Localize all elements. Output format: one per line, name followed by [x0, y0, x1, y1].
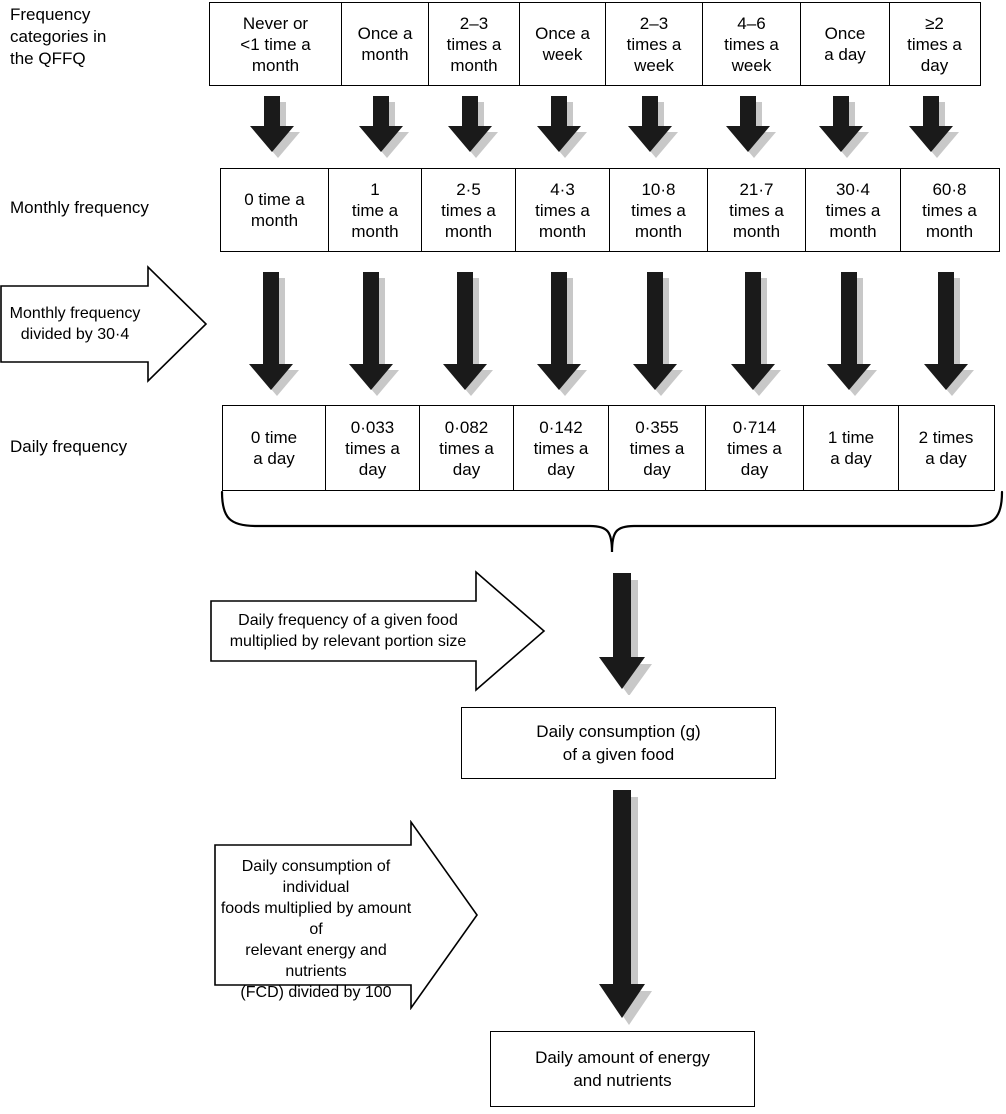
output-daily-amount: Daily amount of energy and nutrients: [490, 1031, 755, 1107]
cell-category-7: ≥2 times a day: [888, 2, 981, 86]
arrow-monthly-to-daily-1: [349, 268, 407, 402]
cell-daily-6: 1 time a day: [803, 405, 899, 491]
label-frequency-categories: Frequency categories in the QFFQ: [10, 5, 107, 68]
operation-portion-size-text: Daily frequency of a given food multipli…: [229, 612, 467, 650]
cell-monthly-6: 30·4 times a month: [805, 168, 901, 252]
arrow-category-to-monthly-6: [819, 92, 877, 164]
cell-daily-5: 0·714 times a day: [704, 405, 805, 491]
arrow-category-to-monthly-2: [448, 92, 506, 164]
arrow-to-daily-amount: [595, 786, 655, 1026]
cell-daily-1: 0·033 times a day: [324, 405, 421, 491]
cell-category-4: 2–3 times a week: [605, 2, 703, 86]
arrow-monthly-to-daily-6: [827, 268, 885, 402]
cell-category-6: Once a day: [800, 2, 890, 86]
arrow-category-to-monthly-4: [628, 92, 686, 164]
arrow-monthly-to-daily-3: [536, 268, 595, 402]
cell-category-3: Once a week: [518, 2, 607, 86]
cell-daily-7: 2 times a day: [897, 405, 995, 491]
label-daily-frequency: Daily frequency: [10, 437, 128, 456]
arrow-category-to-monthly-0: [249, 92, 308, 164]
cell-monthly-2: 2·5 times a month: [421, 168, 516, 252]
cell-monthly-0: 0 time a month: [220, 168, 329, 252]
cell-monthly-4: 10·8 times a month: [609, 168, 708, 252]
label-monthly-frequency: Monthly frequency: [10, 198, 149, 217]
cell-category-1: Once a month: [340, 2, 430, 86]
brace-daily-to-consumption: [220, 490, 1005, 570]
cell-monthly-1: 1 time a month: [327, 168, 423, 252]
arrow-category-to-monthly-3: [536, 92, 595, 164]
operation-divide-by-30-4: Monthly frequency divided by 30·4: [0, 265, 208, 383]
cell-monthly-5: 21·7 times a month: [706, 168, 807, 252]
operation-portion-size: Daily frequency of a given food multipli…: [210, 570, 546, 692]
arrow-category-to-monthly-1: [359, 92, 417, 164]
arrow-to-daily-consumption: [595, 565, 655, 695]
operation-fcd-text: Daily consumption of individual foods mu…: [220, 858, 412, 1001]
operation-divide-by-30-4-text: Monthly frequency divided by 30·4: [9, 305, 141, 343]
arrow-monthly-to-daily-5: [730, 268, 789, 402]
arrow-monthly-to-daily-2: [442, 268, 501, 402]
cell-daily-0: 0 time a day: [222, 405, 326, 491]
cell-daily-3: 0·142 times a day: [512, 405, 610, 491]
arrow-monthly-to-daily-0: [248, 268, 307, 402]
cell-monthly-7: 60·8 times a month: [899, 168, 1000, 252]
cell-category-2: 2–3 times a month: [428, 2, 520, 86]
cell-category-5: 4–6 times a week: [701, 2, 802, 86]
cell-daily-2: 0·082 times a day: [419, 405, 514, 491]
arrow-monthly-to-daily-4: [632, 268, 691, 402]
cell-daily-4: 0·355 times a day: [608, 405, 706, 491]
output-daily-consumption: Daily consumption (g) of a given food: [461, 707, 776, 779]
arrow-category-to-monthly-7: [908, 92, 967, 164]
arrow-monthly-to-daily-7: [923, 268, 982, 402]
cell-category-0: Never or <1 time a month: [209, 2, 342, 86]
cell-monthly-3: 4·3 times a month: [514, 168, 611, 252]
arrow-category-to-monthly-5: [725, 92, 784, 164]
operation-fcd: Daily consumption of individual foods mu…: [214, 820, 479, 1010]
